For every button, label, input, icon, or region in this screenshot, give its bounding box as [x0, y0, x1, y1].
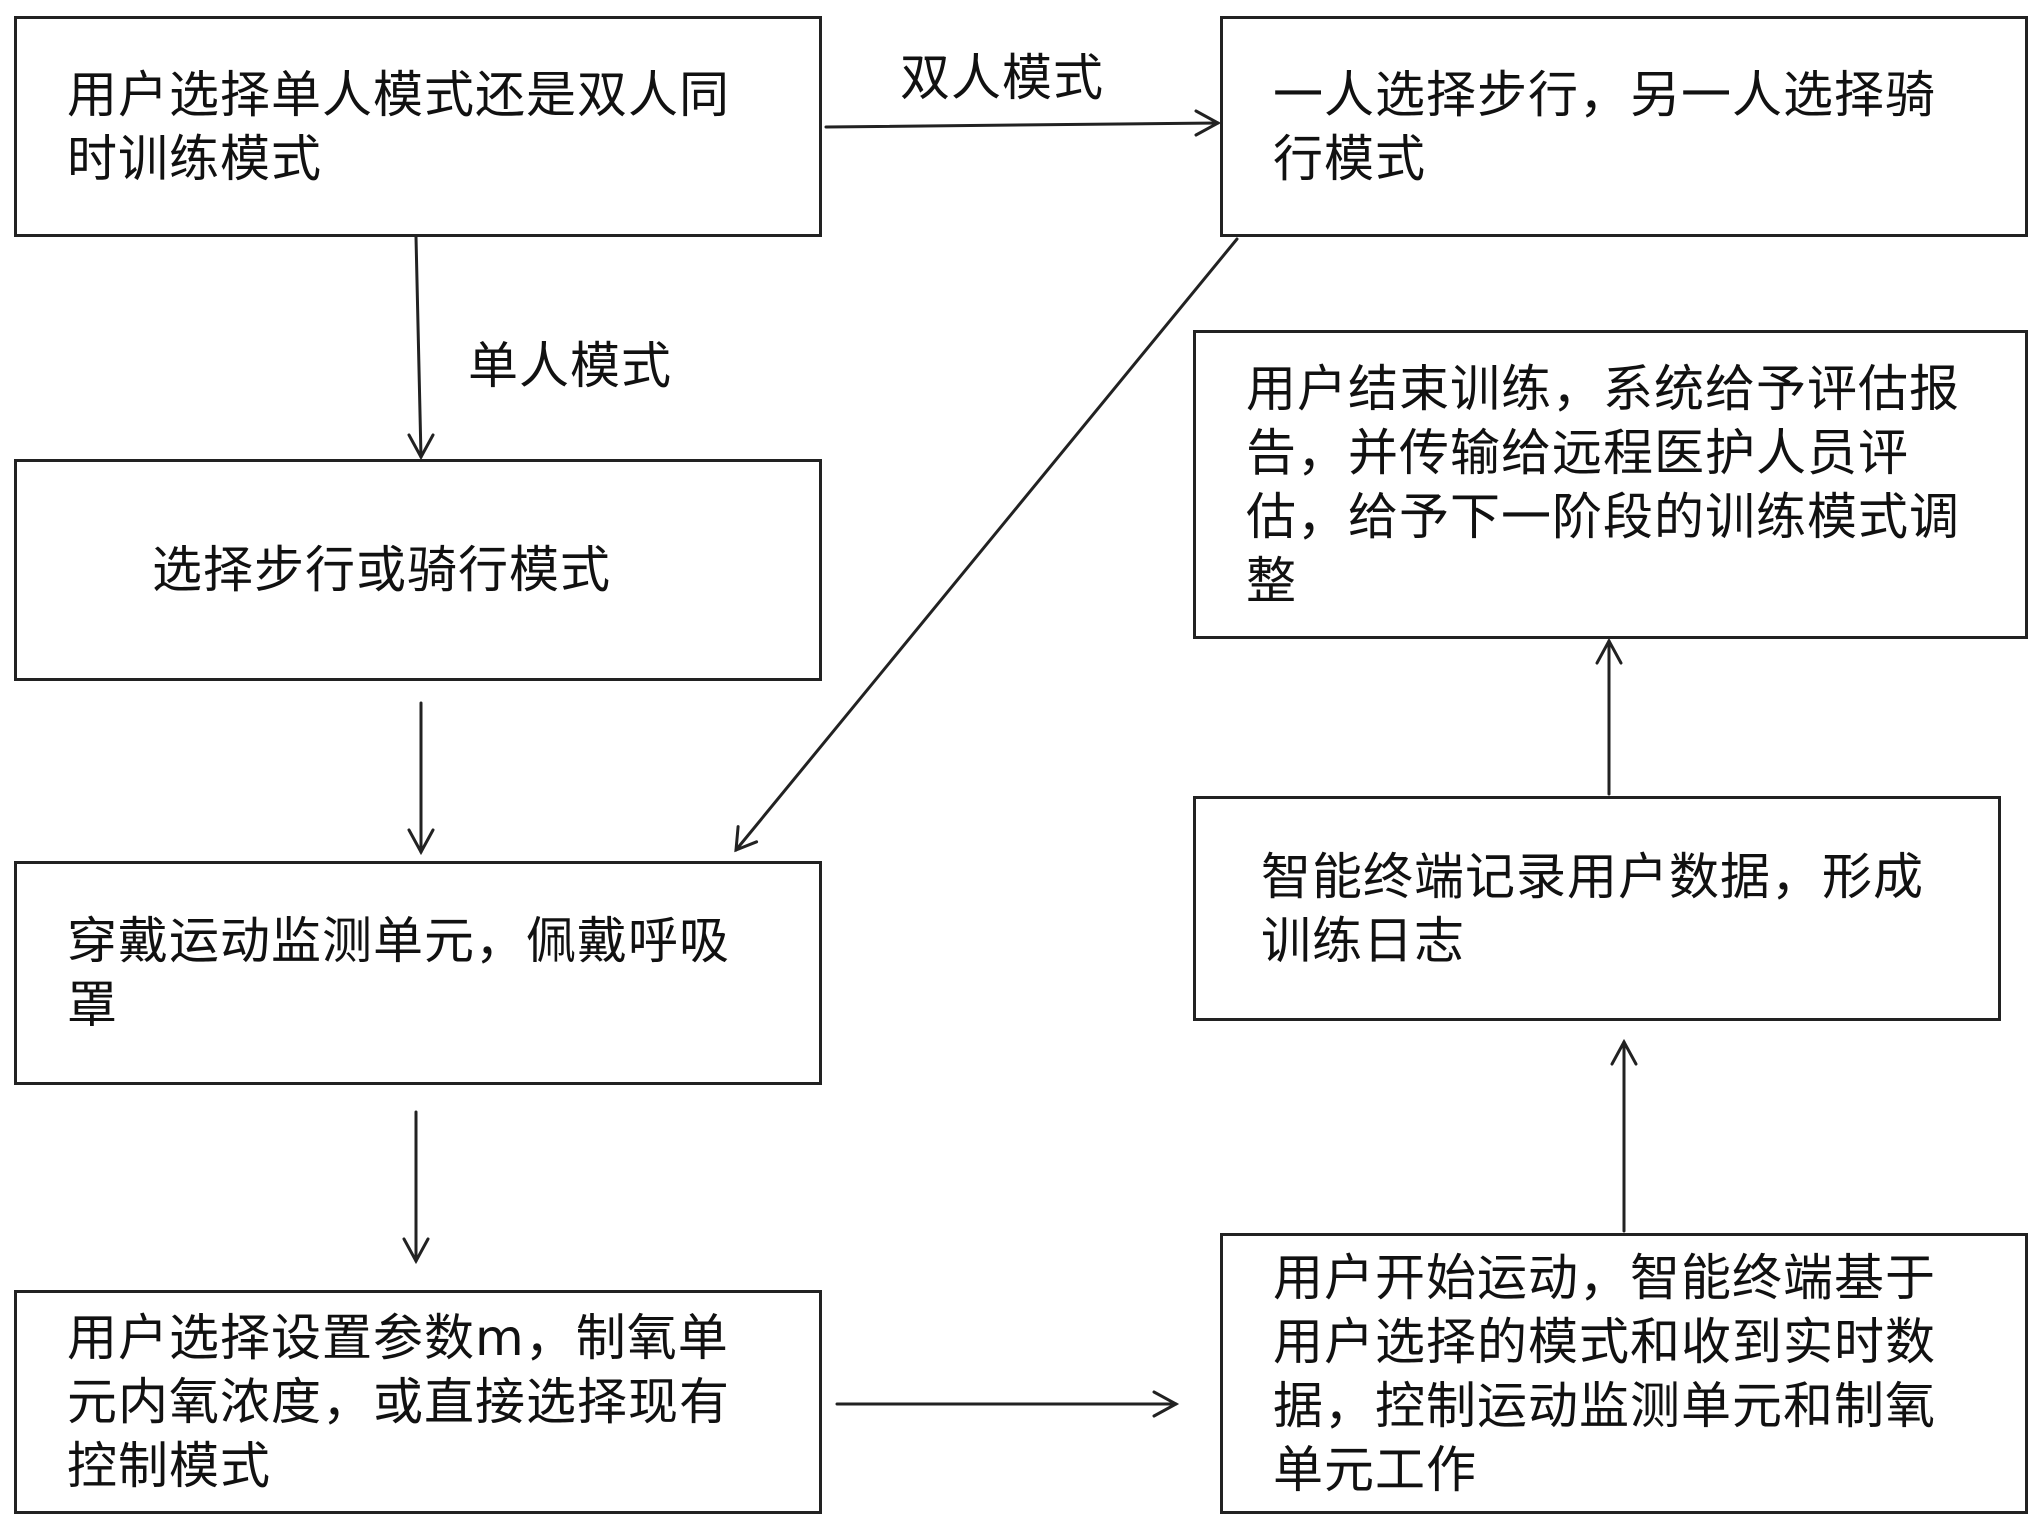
- box-wear-units: 穿戴运动监测单元，佩戴呼吸罩: [14, 861, 822, 1085]
- box-record-data-text: 智能终端记录用户数据，形成训练日志: [1261, 847, 1924, 970]
- box-double-assign-text: 一人选择步行，另一人选择骑行模式: [1273, 65, 1936, 188]
- label-double-mode: 双人模式: [900, 49, 1104, 107]
- box-wear-units-text: 穿戴运动监测单元，佩戴呼吸罩: [67, 912, 730, 1034]
- box-record-data: 智能终端记录用户数据，形成训练日志: [1193, 796, 2001, 1021]
- box-mode-select-text: 用户选择单人模式还是双人同时训练模式: [67, 65, 730, 188]
- arrow-wear-to-params: [402, 1110, 430, 1265]
- box-end-training-text: 用户结束训练，系统给予评估报告，并传输给远程医护人员评估，给予下一阶段的训练模式…: [1246, 359, 1960, 610]
- box-start-exercise: 用户开始运动，智能终端基于用户选择的模式和收到实时数据，控制运动监测单元和制氧单…: [1220, 1233, 2028, 1514]
- arrow-record-to-end: [1595, 637, 1623, 796]
- arrow-single-to-wear: [407, 701, 435, 856]
- label-single-mode: 单人模式: [468, 337, 672, 395]
- arrow-params-to-exercise: [835, 1390, 1180, 1418]
- box-set-params-text: 用户选择设置参数m，制氧单元内氧浓度，或直接选择现有控制模式: [67, 1309, 730, 1495]
- box-mode-select: 用户选择单人模式还是双人同时训练模式: [14, 16, 822, 237]
- arrow-to-single-select: [407, 235, 435, 461]
- box-double-assign: 一人选择步行，另一人选择骑行模式: [1220, 16, 2028, 237]
- box-single-select: 选择步行或骑行模式: [14, 459, 822, 681]
- box-set-params: 用户选择设置参数m，制氧单元内氧浓度，或直接选择现有控制模式: [14, 1290, 822, 1514]
- arrow-to-double-assign: [824, 109, 1222, 137]
- box-start-exercise-text: 用户开始运动，智能终端基于用户选择的模式和收到实时数据，控制运动监测单元和制氧单…: [1273, 1248, 1936, 1499]
- arrow-double-to-wear: [734, 237, 1239, 853]
- arrow-exercise-to-record: [1610, 1038, 1638, 1233]
- box-single-select-text: 选择步行或骑行模式: [152, 541, 611, 599]
- box-end-training: 用户结束训练，系统给予评估报告，并传输给远程医护人员评估，给予下一阶段的训练模式…: [1193, 330, 2028, 639]
